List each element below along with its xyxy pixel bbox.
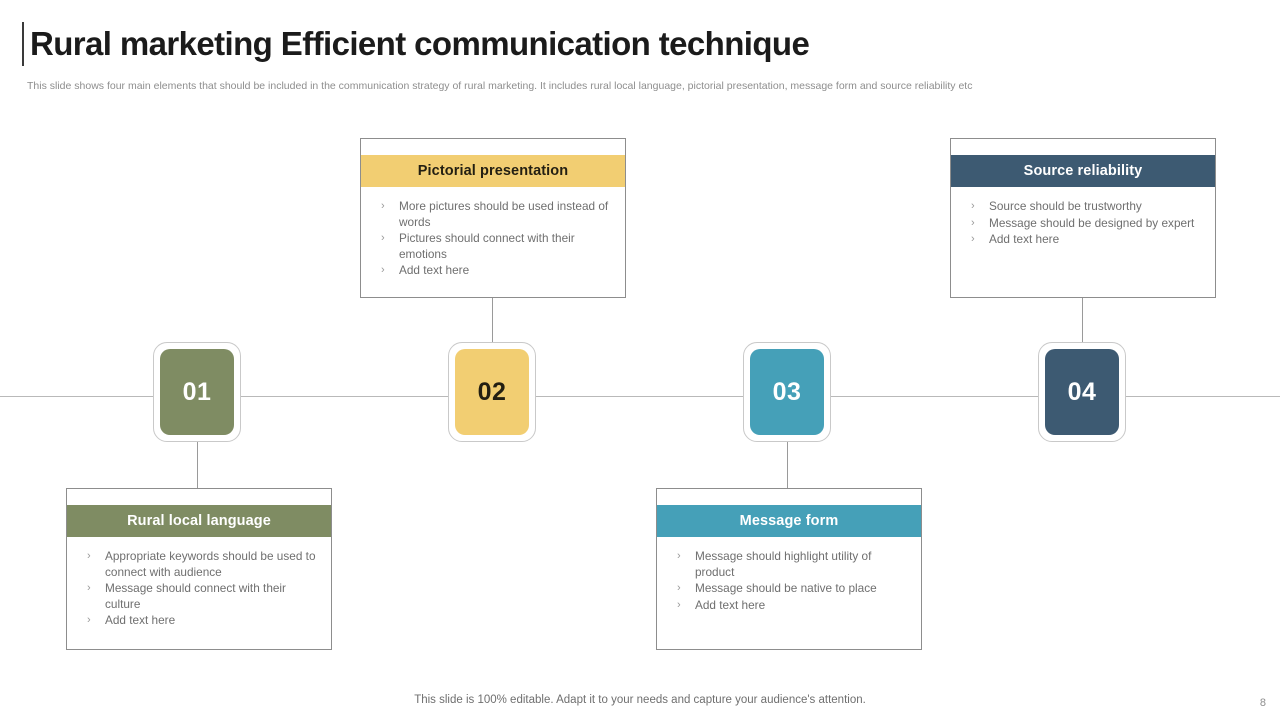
node-04-inner: 04 <box>1045 349 1119 435</box>
page-number: 8 <box>1259 697 1266 709</box>
node-03-number: 03 <box>772 377 802 406</box>
card-message-title: Message form <box>739 513 839 529</box>
card-message-bullets: › Message should highlight utility of pro… <box>671 549 907 613</box>
bullet-text: Message should connect with their cultur… <box>105 581 286 611</box>
card-message-header: Message form <box>657 505 921 537</box>
list-item: › Add text here <box>375 263 611 279</box>
card-rural-cap <box>67 489 331 505</box>
bullet-text: More pictures should be used instead of … <box>399 199 609 229</box>
card-pictorial-cap <box>361 139 625 155</box>
list-item: › Message should highlight utility of pro… <box>671 549 907 580</box>
bullet-text: Message should be native to place <box>695 581 877 596</box>
connector-rural <box>197 442 198 489</box>
chevron-right-icon: › <box>87 550 91 562</box>
card-pictorial-title: Pictorial presentation <box>417 163 569 179</box>
card-message-cap <box>657 489 921 505</box>
title-accent-bar <box>22 22 24 66</box>
chevron-right-icon: › <box>677 598 681 611</box>
node-03[interactable]: 03 <box>743 342 831 442</box>
node-04[interactable]: 04 <box>1038 342 1126 442</box>
list-item: › Add text here <box>81 613 317 629</box>
footer-note: This slide is 100% editable. Adapt it to… <box>414 694 866 706</box>
chevron-right-icon: › <box>87 614 91 627</box>
card-source-bullets: › Source should be trustworthy › Message s… <box>965 199 1201 248</box>
connector-source <box>1082 298 1083 344</box>
card-rural-header: Rural local language <box>67 505 331 537</box>
node-02[interactable]: 02 <box>448 342 536 442</box>
card-source-header: Source reliability <box>951 155 1215 187</box>
list-item: › Add text here <box>671 598 907 614</box>
card-source-body: › Source should be trustworthy › Message s… <box>951 187 1215 263</box>
card-pictorial-presentation[interactable]: Pictorial presentation › More pictures sh… <box>360 138 626 298</box>
list-item: › Message should connect with their cultu… <box>81 581 317 612</box>
card-message-form[interactable]: Message form › Message should highlight u… <box>656 488 922 650</box>
card-pictorial-body: › More pictures should be used instead of… <box>361 187 625 294</box>
list-item: › Source should be trustworthy <box>965 199 1201 215</box>
list-item: › Add text here <box>965 232 1201 248</box>
bullet-text: Pictures should connect with their emoti… <box>399 231 575 261</box>
list-item: › More pictures should be used instead of… <box>375 199 611 230</box>
card-source-reliability[interactable]: Source reliability › Source should be tru… <box>950 138 1216 298</box>
node-04-number: 04 <box>1067 377 1097 406</box>
chevron-right-icon: › <box>677 550 681 562</box>
page-title: Rural marketing Efficient communication … <box>30 25 810 62</box>
card-source-title: Source reliability <box>1023 163 1143 179</box>
bullet-text: Source should be trustworthy <box>989 199 1142 213</box>
list-item: › Pictures should connect with their emot… <box>375 231 611 262</box>
bullet-text: Message should be designed by expert <box>989 215 1195 230</box>
bullet-text: Add text here <box>695 597 766 612</box>
chevron-right-icon: › <box>381 200 385 212</box>
node-02-inner: 02 <box>455 349 529 435</box>
bullet-text: Message should highlight utility of prod… <box>695 549 872 579</box>
page-subtitle: This slide shows four main elements that… <box>27 80 973 92</box>
card-rural-title: Rural local language <box>127 513 271 529</box>
list-item: › Appropriate keywords should be used to … <box>81 549 317 580</box>
bullet-text: Add text here <box>105 613 176 628</box>
list-item: › Message should be native to place <box>671 581 907 597</box>
list-item: › Message should be designed by expert <box>965 216 1201 232</box>
bullet-text: Add text here <box>989 232 1060 247</box>
card-pictorial-bullets: › More pictures should be used instead of… <box>375 199 611 279</box>
timeline-axis <box>0 396 1280 397</box>
chevron-right-icon: › <box>971 233 975 246</box>
connector-message <box>787 442 788 489</box>
node-01[interactable]: 01 <box>153 342 241 442</box>
chevron-right-icon: › <box>87 582 91 595</box>
node-03-inner: 03 <box>750 349 824 435</box>
card-message-body: › Message should highlight utility of pro… <box>657 537 921 633</box>
chevron-right-icon: › <box>971 216 975 229</box>
connector-pictorial <box>492 298 493 344</box>
chevron-right-icon: › <box>677 582 681 595</box>
chevron-right-icon: › <box>381 232 385 245</box>
bullet-text: Appropriate keywords should be used to c… <box>105 549 316 579</box>
chevron-right-icon: › <box>971 200 975 212</box>
card-rural-bullets: › Appropriate keywords should be used to … <box>81 549 317 629</box>
node-02-number: 02 <box>477 377 507 406</box>
card-source-cap <box>951 139 1215 155</box>
card-rural-body: › Appropriate keywords should be used to … <box>67 537 331 644</box>
node-01-number: 01 <box>182 377 212 406</box>
node-01-inner: 01 <box>160 349 234 435</box>
bullet-text: Add text here <box>399 263 470 278</box>
card-rural-local-language[interactable]: Rural local language › Appropriate keywor… <box>66 488 332 650</box>
chevron-right-icon: › <box>381 264 385 277</box>
card-pictorial-header: Pictorial presentation <box>361 155 625 187</box>
